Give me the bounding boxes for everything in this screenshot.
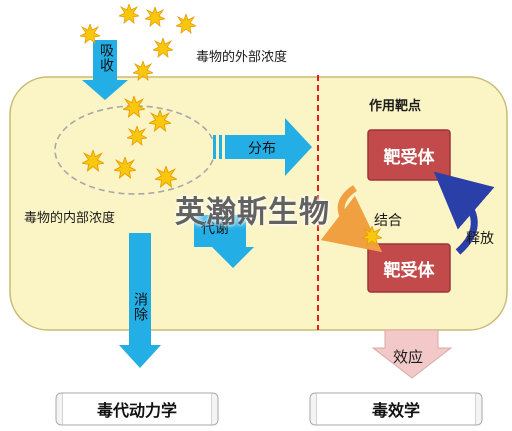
effect-arrow bbox=[371, 329, 453, 379]
target-site-label: 作用靶点 bbox=[369, 99, 422, 114]
toxicokinetics-banner bbox=[55, 392, 219, 426]
receptor-box-bottom bbox=[367, 243, 451, 293]
watermark-text: 英瀚斯生物 bbox=[175, 195, 330, 230]
external-concentration-label: 毒物的外部浓度 bbox=[196, 50, 288, 65]
elimination-arrow bbox=[119, 233, 161, 368]
binding-curve-arrow bbox=[320, 185, 383, 253]
metabolism-label: 代谢 bbox=[201, 221, 229, 237]
toxicant-star-icon bbox=[145, 7, 165, 27]
toxicant-star-icon bbox=[176, 14, 196, 34]
toxicant-star-icon bbox=[119, 4, 139, 24]
absorb-arrow bbox=[82, 40, 128, 100]
toxicant-star-icon bbox=[153, 38, 173, 58]
distribution-arrow bbox=[213, 118, 312, 176]
effect-label: 效应 bbox=[393, 348, 424, 366]
toxicodynamics-label: 毒效学 bbox=[371, 401, 420, 420]
absorb-label: 吸收 bbox=[98, 43, 114, 73]
toxicokinetics-label: 毒代动力学 bbox=[96, 401, 177, 420]
metabolism-arrow bbox=[194, 215, 254, 268]
release-label: 释放 bbox=[466, 231, 494, 247]
receptor-top-label: 靶受体 bbox=[383, 147, 435, 168]
distribution-label: 分布 bbox=[248, 141, 276, 157]
release-curve-arrow bbox=[433, 171, 495, 255]
binding-label: 结合 bbox=[374, 213, 402, 229]
receptor-bottom-label: 靶受体 bbox=[383, 260, 435, 281]
elimination-label: 消除 bbox=[132, 292, 148, 322]
internal-concentration-label: 毒物的内部浓度 bbox=[24, 211, 116, 226]
toxicodynamics-banner bbox=[309, 392, 483, 426]
receptor-box-top bbox=[367, 129, 451, 181]
